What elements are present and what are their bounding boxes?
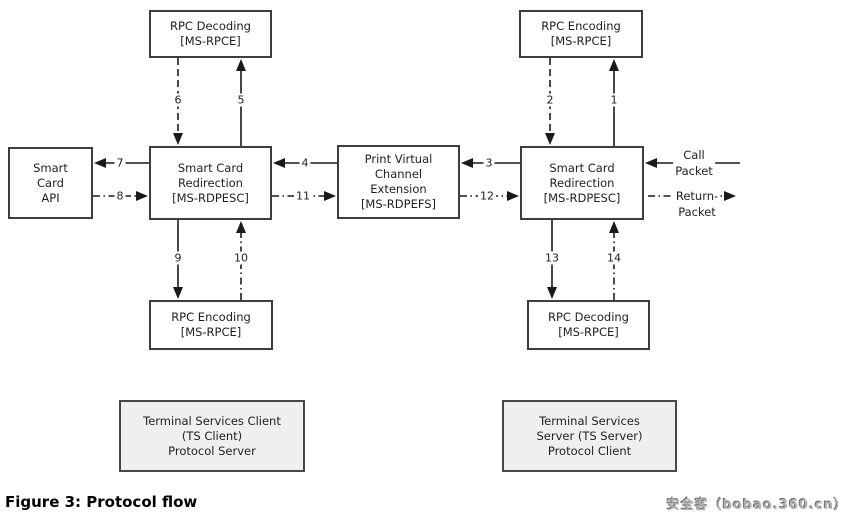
figure-caption: Figure 3: Protocol flow (5, 493, 198, 511)
flow-number-6: 6 (172, 93, 184, 107)
flow-number-8: 8 (114, 189, 126, 203)
box-rpc-decoding-server: RPC Decoding [MS-RPCE] (527, 300, 650, 350)
box-smart-card-api: Smart Card API (8, 147, 93, 219)
box-smart-card-redirection-server: Smart Card Redirection [MS-RDPESC] (520, 146, 644, 220)
flow-number-2: 2 (544, 93, 556, 107)
label-call-packet: Call Packet (673, 147, 715, 179)
flow-number-3: 3 (483, 156, 495, 170)
box-ts-server: Terminal Services Server (TS Server) Pro… (502, 400, 677, 472)
box-rpc-decoding-client: RPC Decoding [MS-RPCE] (149, 10, 272, 58)
box-smart-card-redirection-client: Smart Card Redirection [MS-RDPESC] (149, 146, 272, 220)
box-ts-client: Terminal Services Client (TS Client) Pro… (119, 400, 305, 472)
label-return-packet: Return- Packet (673, 188, 721, 220)
flow-number-13: 13 (543, 251, 561, 265)
box-print-virtual-channel-extension: Print Virtual Channel Extension [MS-RDPE… (337, 145, 460, 219)
flow-number-14: 14 (605, 251, 623, 265)
flow-number-7: 7 (114, 156, 126, 170)
flow-number-12: 12 (478, 189, 496, 203)
flow-number-4: 4 (299, 156, 311, 170)
box-rpc-encoding-server: RPC Encoding [MS-RPCE] (519, 10, 643, 58)
flow-number-11: 11 (294, 189, 312, 203)
flow-number-9: 9 (172, 251, 184, 265)
watermark-text: 安全客（bobao.360.cn） (666, 498, 848, 513)
flow-number-5: 5 (235, 93, 247, 107)
flow-number-1: 1 (608, 93, 620, 107)
flow-number-10: 10 (232, 251, 250, 265)
box-rpc-encoding-client: RPC Encoding [MS-RPCE] (149, 300, 273, 350)
